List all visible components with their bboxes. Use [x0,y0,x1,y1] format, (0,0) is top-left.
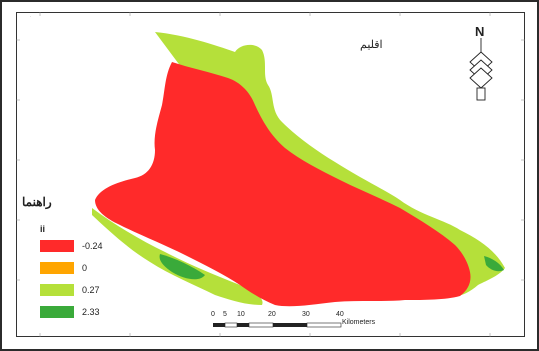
scale-unit-label: Kilometers [342,319,376,326]
graticule-label: · [30,14,32,19]
scale-bar [213,322,342,328]
scale-tick-label: 5 [223,311,227,318]
legend-label: -0.24 [82,241,103,251]
legend-label: 0 [82,263,88,273]
scale-tick-label: 20 [268,311,276,318]
legend-label: 0.27 [82,285,100,295]
scale-tick-label: 30 [302,311,310,318]
map-title: اقليم [360,39,383,51]
north-arrow-icon [469,38,493,101]
region-high-southwest [92,208,263,305]
graticule-ticks [16,12,525,337]
north-label: N [475,24,485,39]
legend-swatch [40,306,74,318]
scale-tick-label: 10 [237,311,245,318]
legend-title: راهنما [22,195,52,209]
legend-field-name: ii [40,224,46,234]
scale-tick-label: 0 [211,311,215,318]
scale-tick-label: 40 [336,311,344,318]
legend-swatch [40,262,74,274]
legend-swatch [40,240,74,252]
legend-swatch [40,284,74,296]
region-top-east [484,256,504,272]
legend-label: 2.33 [82,307,100,317]
region-top-southwest [159,254,205,280]
region-low [95,62,471,307]
